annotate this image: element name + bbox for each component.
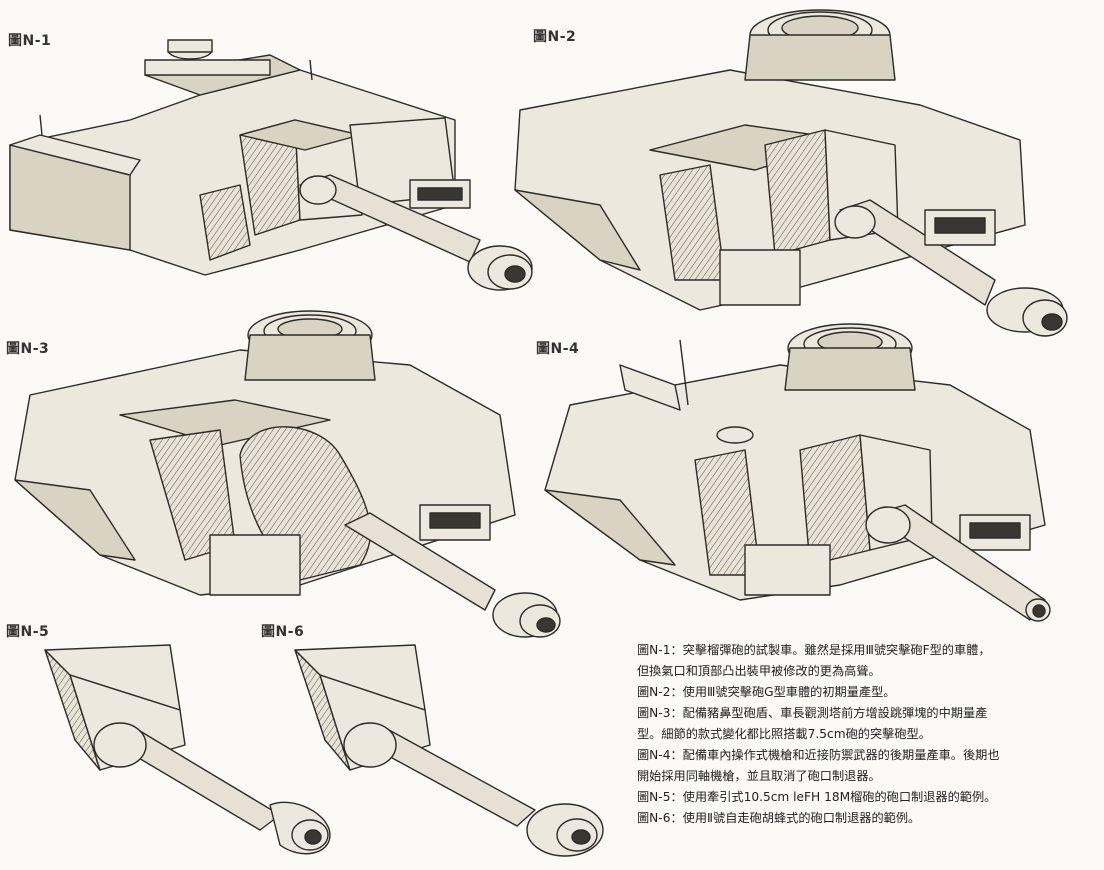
- caption-line: 開始採用同軸機槍，並且取消了砲口制退器。: [637, 769, 881, 783]
- caption-line: 圖N-1：突擊榴彈砲的試製車。雖然是採用Ⅲ號突擊砲F型的車體，: [637, 643, 991, 657]
- drawing-n6-wespe-muzzle-brake: [294, 644, 604, 857]
- drawing-n2-early-production: [514, 9, 1068, 337]
- caption-line: 圖N-4：配備車內操作式機槍和近接防禦武器的後期量產車。後期也: [637, 748, 1000, 762]
- figure-label-n4: 圖N-4: [536, 341, 580, 357]
- drawing-n3-mid-production: [14, 310, 561, 638]
- drawing-n4-late-production: [544, 323, 1051, 622]
- caption-block: 圖N-1：突擊榴彈砲的試製車。雖然是採用Ⅲ號突擊砲F型的車體， 但換氣口和頂部凸…: [637, 640, 1087, 829]
- drawing-n5-lefh18m-muzzle-brake: [44, 644, 331, 855]
- caption-line: 圖N-6：使用Ⅱ號自走砲胡蜂式的砲口制退器的範例。: [637, 811, 921, 825]
- caption-line: 圖N-5：使用牽引式10.5cm leFH 18M榴砲的砲口制退器的範例。: [637, 790, 997, 804]
- figure-label-n1: 圖N-1: [8, 33, 52, 49]
- figure-label-n5: 圖N-5: [6, 624, 50, 640]
- caption-line: 但換氣口和頂部凸出裝甲被修改的更為高聳。: [637, 664, 881, 678]
- figure-label-n3: 圖N-3: [6, 341, 50, 357]
- caption-line: 圖N-2：使用Ⅲ號突擊砲G型車體的初期量產型。: [637, 685, 896, 699]
- figure-label-n2: 圖N-2: [533, 29, 577, 45]
- drawing-n1-prototype-superstructure: [9, 39, 533, 291]
- figure-label-n6: 圖N-6: [261, 624, 305, 640]
- caption-line: 圖N-3：配備豬鼻型砲盾、車長觀測塔前方增設跳彈塊的中期量產: [637, 706, 988, 720]
- caption-line: 型。細節的款式變化都比照搭載7.5cm砲的突擊砲型。: [637, 727, 931, 741]
